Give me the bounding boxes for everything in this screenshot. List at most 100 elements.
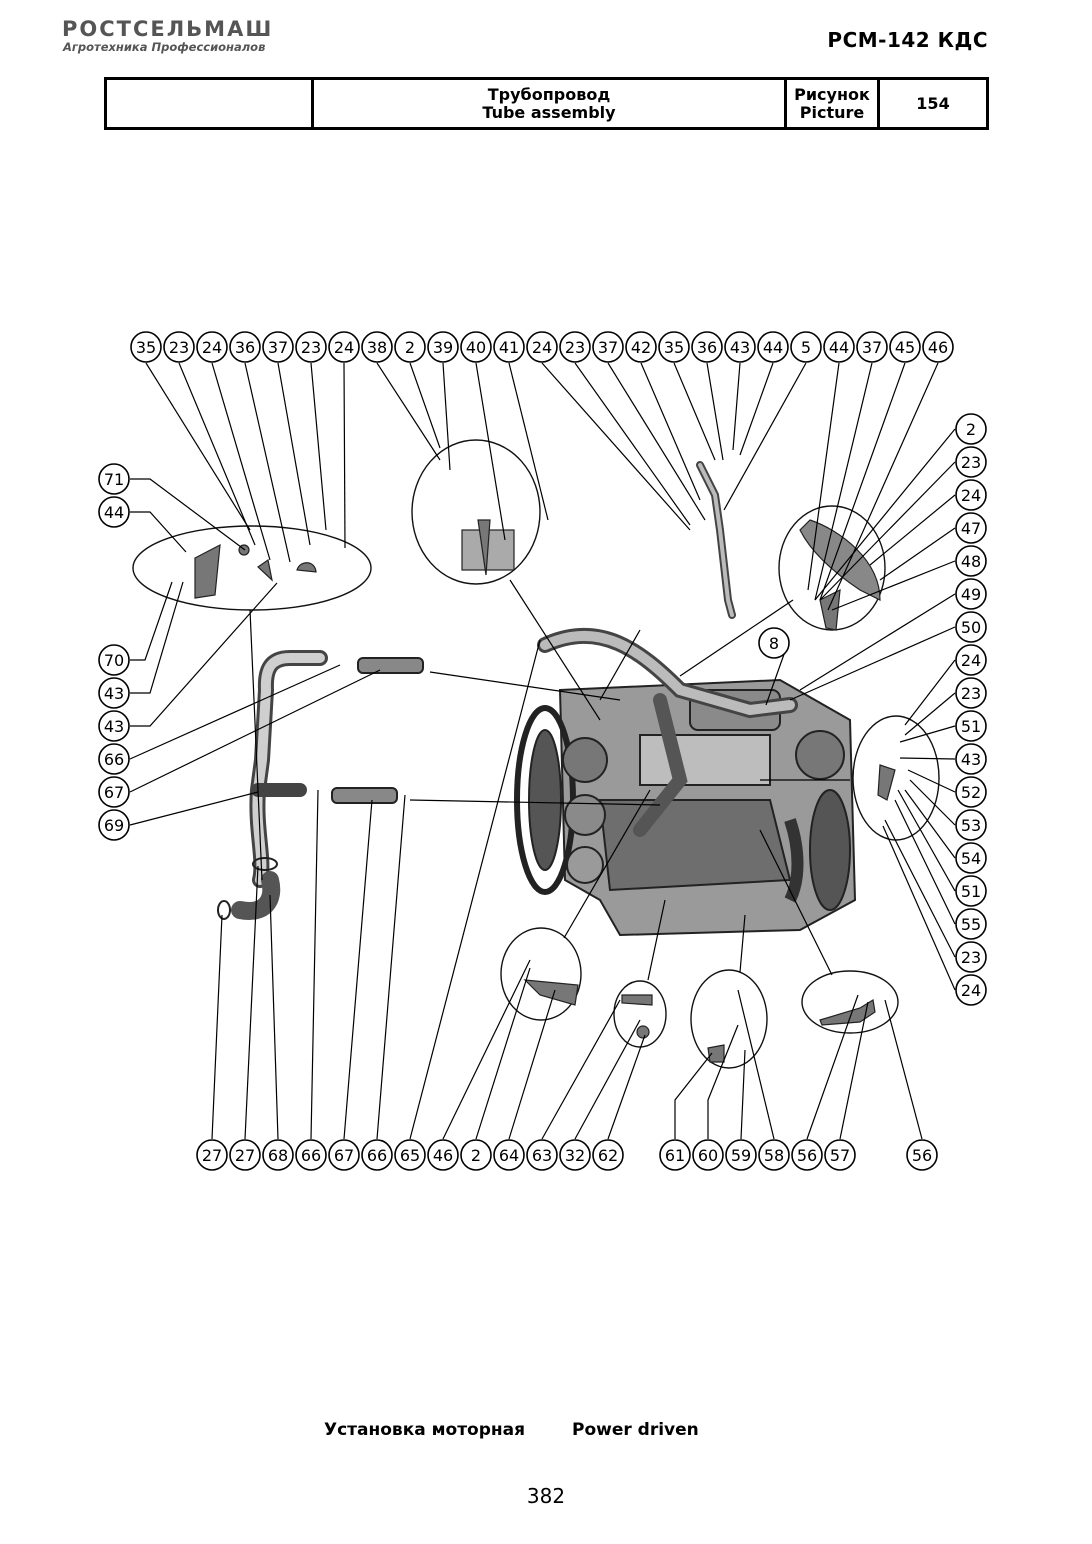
- callout-number: 66: [104, 750, 124, 769]
- callout-number: 46: [433, 1146, 453, 1165]
- callout-number: 40: [466, 338, 486, 357]
- callout-number: 68: [268, 1146, 288, 1165]
- callout-circle: [163, 331, 195, 363]
- callout-number: 54: [961, 849, 981, 868]
- callout-number: 23: [565, 338, 585, 357]
- page-number: 382: [526, 1484, 566, 1508]
- callout-circle: [196, 1139, 228, 1171]
- callout-circle: [955, 809, 987, 841]
- callout-circle: [955, 908, 987, 940]
- callout-circle: [493, 1139, 525, 1171]
- callout-number: 42: [631, 338, 651, 357]
- callout-number: 37: [268, 338, 288, 357]
- callout-23: 23: [295, 331, 327, 363]
- callout-number: 55: [961, 915, 981, 934]
- callout-number: 35: [664, 338, 684, 357]
- callout-circle: [889, 331, 921, 363]
- callout-40: 40: [460, 331, 492, 363]
- callout-circle: [559, 331, 591, 363]
- callout-number: 37: [598, 338, 618, 357]
- callout-circle: [559, 1139, 591, 1171]
- callout-44: 44: [98, 496, 130, 528]
- callout-35: 35: [658, 331, 690, 363]
- callout-circle: [955, 578, 987, 610]
- callout-66: 66: [295, 1139, 327, 1171]
- callout-circle: [955, 644, 987, 676]
- callout-43: 43: [724, 331, 756, 363]
- callout-71: 71: [98, 463, 130, 495]
- callout-circle: [98, 743, 130, 775]
- callout-circle: [955, 710, 987, 742]
- callout-circle: [394, 331, 426, 363]
- callout-47: 47: [955, 512, 987, 544]
- callout-54: 54: [955, 842, 987, 874]
- picture-label-en: Picture: [799, 102, 865, 122]
- callout-8: 8: [758, 627, 790, 659]
- callout-39: 39: [427, 331, 459, 363]
- callout-circle: [427, 1139, 459, 1171]
- callout-number: 66: [301, 1146, 321, 1165]
- callout-36: 36: [229, 331, 261, 363]
- callout-circle: [262, 331, 294, 363]
- callout-56: 56: [906, 1139, 938, 1171]
- callout-circle: [758, 1139, 790, 1171]
- callout-23: 23: [955, 677, 987, 709]
- callout-number: 39: [433, 338, 453, 357]
- callout-circle: [98, 677, 130, 709]
- callout-44: 44: [823, 331, 855, 363]
- callout-number: 41: [499, 338, 519, 357]
- callout-number: 56: [912, 1146, 932, 1165]
- callout-circle: [625, 331, 657, 363]
- footer-assembly-en: Power driven: [572, 1420, 699, 1440]
- assembly-name-ru: Трубопровод: [487, 84, 611, 104]
- callout-66: 66: [361, 1139, 393, 1171]
- callout-number: 46: [928, 338, 948, 357]
- callout-43: 43: [955, 743, 987, 775]
- callout-49: 49: [955, 578, 987, 610]
- callout-57: 57: [824, 1139, 856, 1171]
- callout-43: 43: [98, 677, 130, 709]
- title-table-picture-cell: Рисунок Picture: [784, 77, 880, 130]
- detail-views: [132, 439, 940, 1069]
- callout-circle: [955, 545, 987, 577]
- callout-number: 60: [698, 1146, 718, 1165]
- callout-number: 45: [895, 338, 915, 357]
- callout-61: 61: [659, 1139, 691, 1171]
- callout-37: 37: [592, 331, 624, 363]
- callout-circle: [394, 1139, 426, 1171]
- callout-number: 35: [136, 338, 156, 357]
- title-table: Трубопровод Tube assembly Рисунок Pictur…: [104, 77, 989, 130]
- callout-number: 5: [801, 338, 811, 357]
- callout-circle: [526, 1139, 558, 1171]
- callout-69: 69: [98, 809, 130, 841]
- callout-circle: [328, 331, 360, 363]
- callout-circle: [98, 496, 130, 528]
- callout-23: 23: [163, 331, 195, 363]
- callout-number: 53: [961, 816, 981, 835]
- callout-23: 23: [559, 331, 591, 363]
- callout-67: 67: [98, 776, 130, 808]
- callout-circle: [295, 1139, 327, 1171]
- callout-circle: [691, 331, 723, 363]
- callout-24: 24: [328, 331, 360, 363]
- callout-24: 24: [955, 479, 987, 511]
- callout-51: 51: [955, 875, 987, 907]
- callout-circle: [955, 413, 987, 445]
- callout-circle: [592, 1139, 624, 1171]
- callout-number: 67: [334, 1146, 354, 1165]
- footer-assembly-ru: Установка моторная: [324, 1420, 526, 1440]
- callout-circle: [460, 1139, 492, 1171]
- callout-2: 2: [955, 413, 987, 445]
- callout-62: 62: [592, 1139, 624, 1171]
- callout-36: 36: [691, 331, 723, 363]
- callout-number: 61: [665, 1146, 685, 1165]
- callout-number: 38: [367, 338, 387, 357]
- callout-53: 53: [955, 809, 987, 841]
- callout-number: 23: [301, 338, 321, 357]
- callout-35: 35: [130, 331, 162, 363]
- detail-view-contents: [194, 519, 896, 1063]
- callout-32: 32: [559, 1139, 591, 1171]
- callout-number: 23: [961, 453, 981, 472]
- callout-46: 46: [922, 331, 954, 363]
